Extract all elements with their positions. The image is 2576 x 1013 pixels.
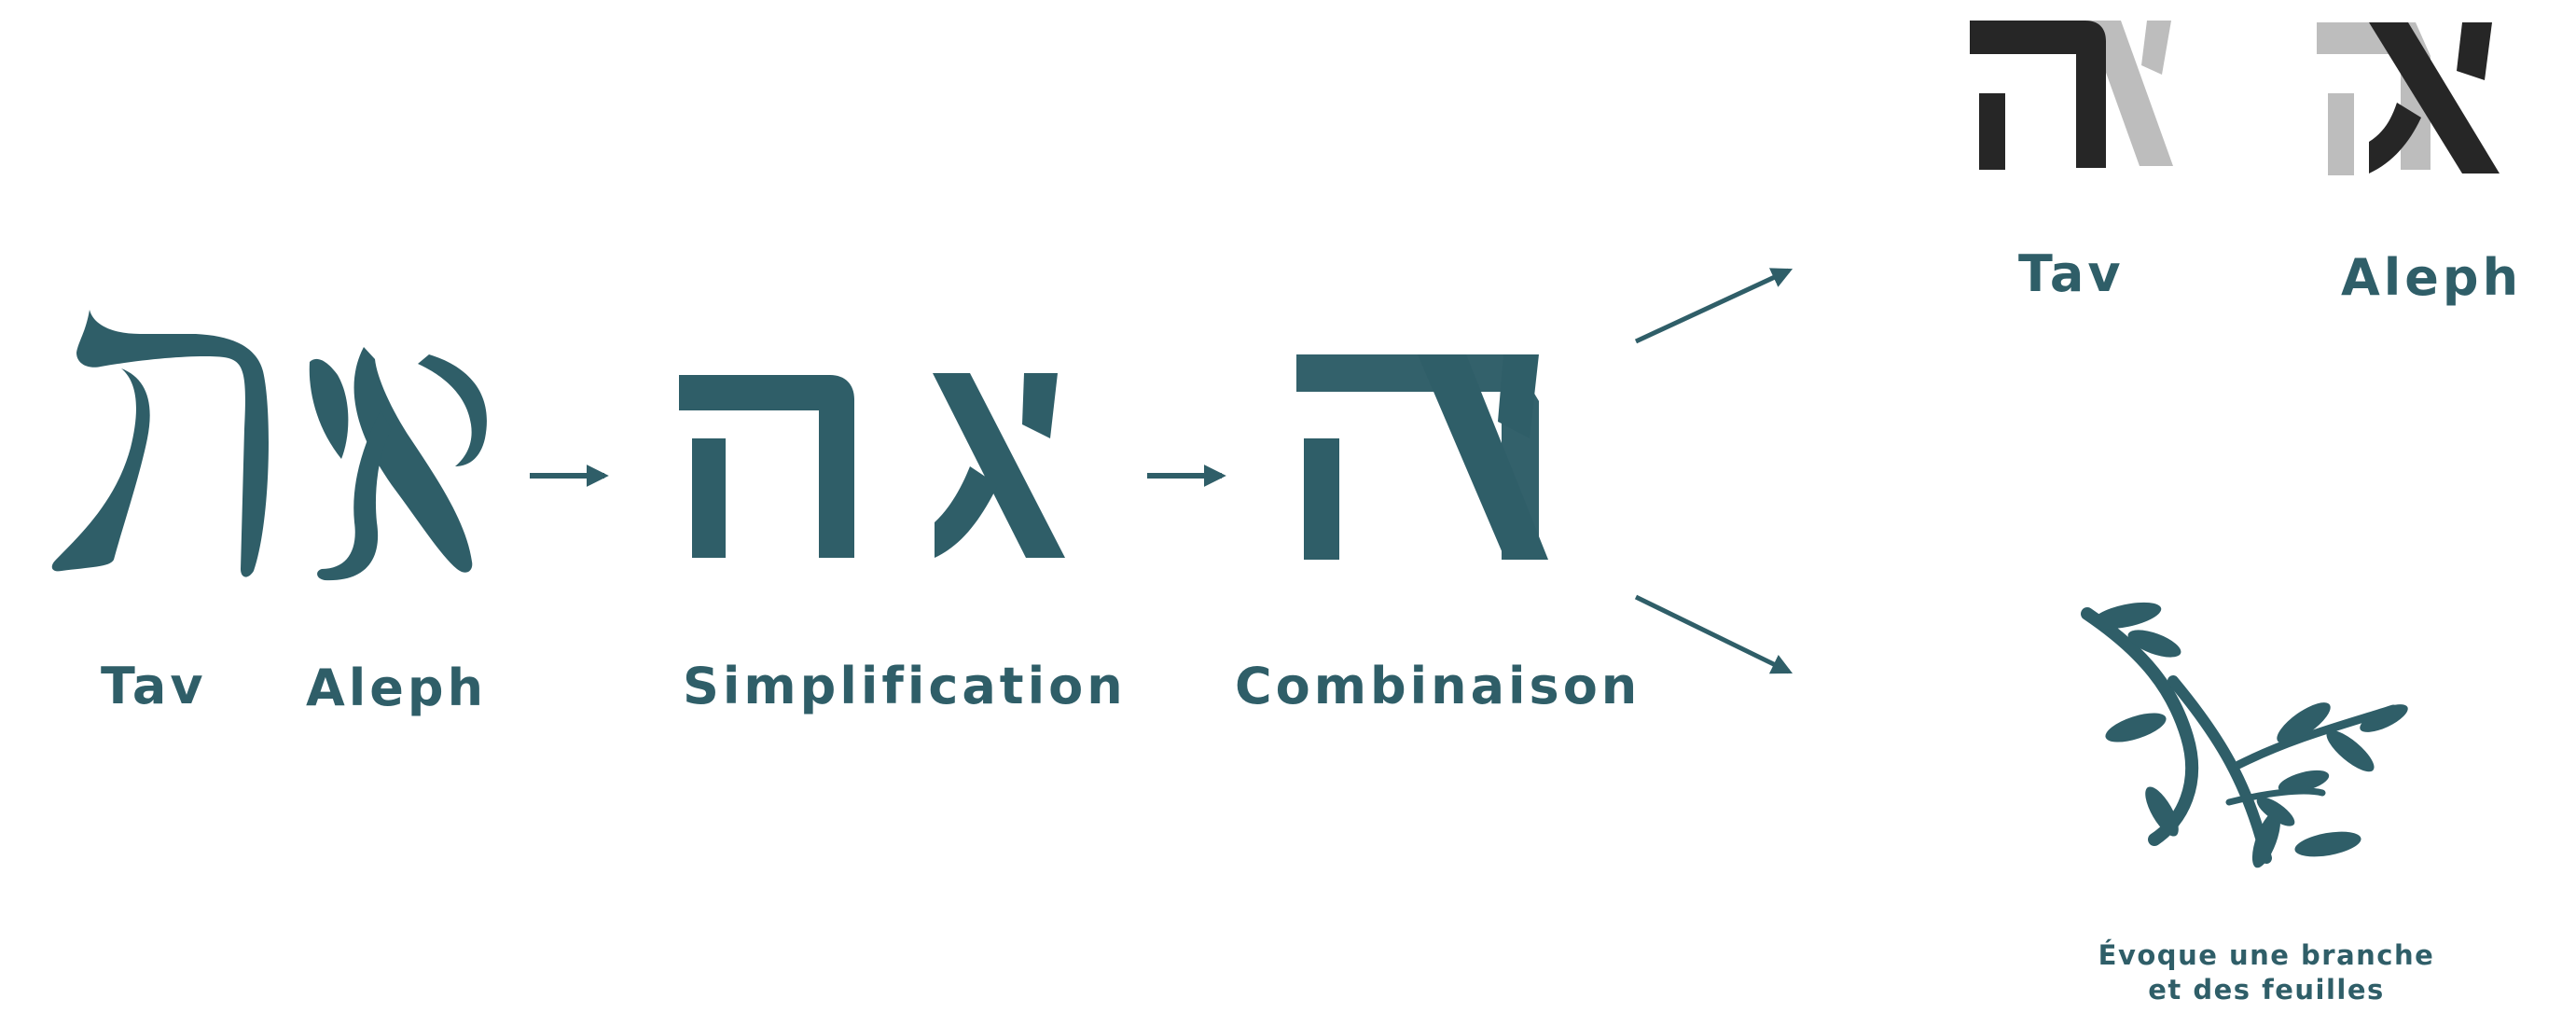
label-simplification: Simplification	[683, 657, 1127, 715]
combined-glyph	[1296, 354, 1548, 560]
label-tav-right: Tav	[2018, 244, 2125, 303]
label-branch-caption: Évoque une branche et des feuilles	[2080, 938, 2453, 1007]
arrow-up-right	[1636, 271, 1789, 341]
arrow-down-right	[1636, 597, 1789, 672]
label-branch-line1: Évoque une branche	[2080, 938, 2453, 973]
simplified-aleph-glyph	[933, 373, 1065, 558]
label-tav: Tav	[101, 657, 207, 715]
tav-glyph	[52, 310, 269, 577]
label-branch-line2: et des feuilles	[2080, 973, 2453, 1007]
simplified-tav-glyph	[679, 375, 854, 558]
label-aleph-right: Aleph	[2341, 248, 2522, 307]
aleph-glyph	[310, 347, 487, 580]
label-combinaison: Combinaison	[1235, 657, 1641, 715]
tav-highlight-glyph	[1970, 21, 2173, 170]
aleph-highlight-glyph	[2317, 22, 2500, 175]
label-aleph: Aleph	[306, 659, 487, 717]
branch-icon	[2087, 597, 2412, 870]
